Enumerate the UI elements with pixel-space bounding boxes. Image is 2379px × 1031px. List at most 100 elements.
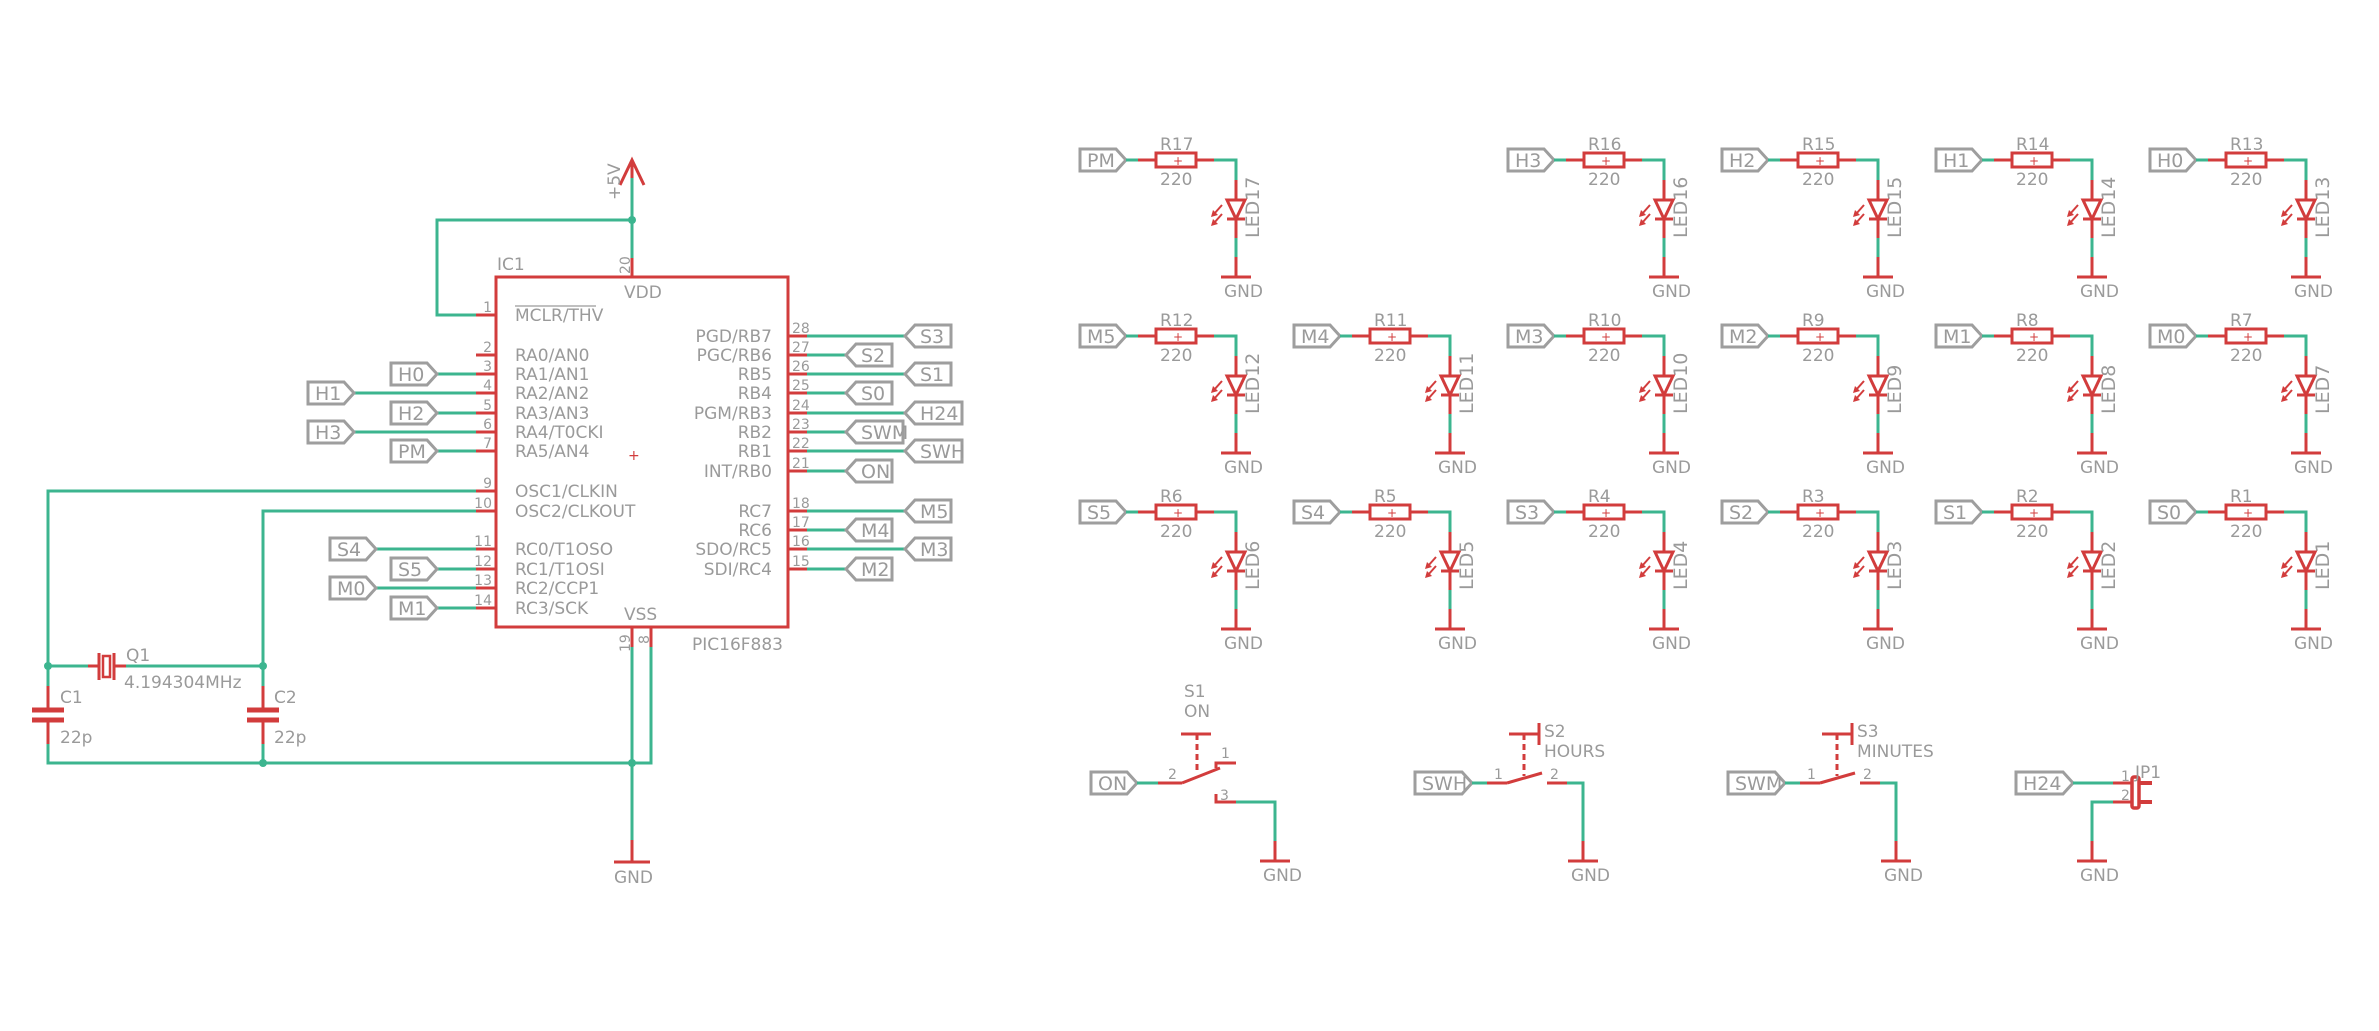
led-led4[interactable]: LED4: [1639, 532, 1692, 590]
net-label-m3[interactable]: M3: [902, 536, 953, 562]
net-label-s0[interactable]: S0: [2148, 499, 2199, 525]
led-led8[interactable]: LED8: [2067, 356, 2120, 414]
led-led3[interactable]: LED3: [1853, 532, 1906, 590]
led-led15[interactable]: LED15: [1853, 177, 1906, 238]
net-label-s5[interactable]: S5: [389, 556, 440, 582]
net-label-swm-switch[interactable]: SWM: [1726, 770, 1788, 796]
net-label-h1[interactable]: H1: [306, 380, 357, 406]
net-label-m5[interactable]: M5: [1078, 323, 1129, 349]
net-label-m3[interactable]: M3: [1506, 323, 1557, 349]
net-label-m1[interactable]: M1: [1934, 323, 1985, 349]
led-led7[interactable]: LED7: [2281, 356, 2334, 414]
net-label-on[interactable]: ON: [843, 458, 894, 484]
led-led10[interactable]: LED10: [1639, 353, 1692, 414]
net-label-s5[interactable]: S5: [1078, 499, 1129, 525]
net-label-h0[interactable]: H0: [2148, 147, 2199, 173]
net-label-m0[interactable]: M0: [2148, 323, 2199, 349]
net-label-m5[interactable]: M5: [902, 498, 953, 524]
net-label-h0[interactable]: H0: [389, 361, 440, 387]
net-label-m4[interactable]: M4: [843, 517, 894, 543]
net-label-swh[interactable]: SWH: [902, 438, 965, 464]
net-label-h24-jumper[interactable]: H24: [2014, 770, 2076, 796]
net-label-m0[interactable]: M0: [328, 575, 379, 601]
net-label-s1[interactable]: S1: [902, 361, 953, 387]
led-led9[interactable]: LED9: [1853, 356, 1906, 414]
led-led14[interactable]: LED14: [2067, 177, 2120, 238]
led-led6[interactable]: LED6: [1211, 532, 1264, 590]
net-label-m2[interactable]: M2: [1720, 323, 1771, 349]
net-label-swh-switch[interactable]: SWH: [1413, 770, 1475, 796]
net-label-h24[interactable]: H24: [902, 400, 964, 426]
net-label-h1[interactable]: H1: [1934, 147, 1985, 173]
net-label-s2[interactable]: S2: [1720, 499, 1771, 525]
led-led17[interactable]: LED17: [1211, 177, 1264, 238]
crystal-q1[interactable]: Q1 4.194304MHz: [88, 646, 242, 693]
led-led16[interactable]: LED16: [1639, 177, 1692, 238]
net-label-s4[interactable]: S4: [328, 536, 379, 562]
net-label-h3[interactable]: H3: [1506, 147, 1557, 173]
led-led12[interactable]: LED12: [1211, 353, 1264, 414]
net-label-s4[interactable]: S4: [1292, 499, 1343, 525]
net-label-h2[interactable]: H2: [389, 400, 440, 426]
net-label-s1[interactable]: S1: [1934, 499, 1985, 525]
led-led1[interactable]: LED1: [2281, 532, 2334, 590]
net-label-s2[interactable]: S2: [843, 342, 894, 368]
net-label-h3[interactable]: H3: [306, 419, 357, 445]
net-label-m1[interactable]: M1: [389, 595, 440, 621]
net-label-pm[interactable]: PM: [389, 438, 440, 464]
led-led11[interactable]: LED11: [1425, 353, 1478, 414]
capacitor-c2[interactable]: C2 22p: [247, 666, 306, 748]
net-label-m4[interactable]: M4: [1292, 323, 1343, 349]
led-led5[interactable]: LED5: [1425, 532, 1478, 590]
